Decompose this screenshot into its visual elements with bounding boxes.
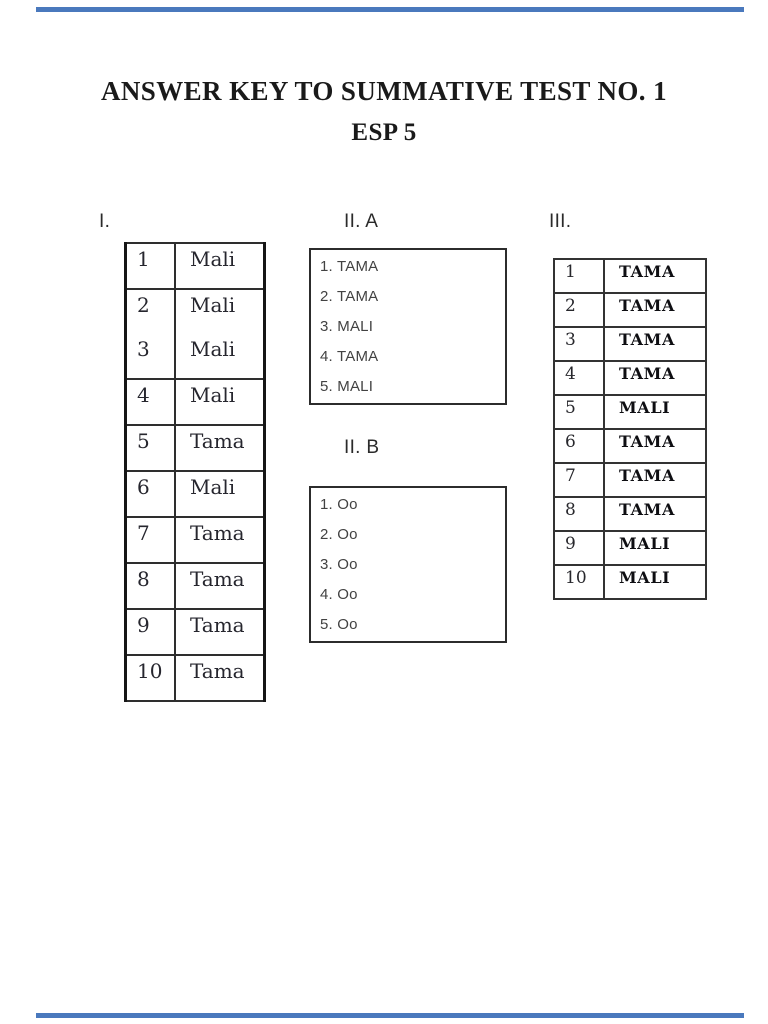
adjacent-page-edge-bottom — [36, 1013, 744, 1018]
answer-value: Mali — [174, 378, 266, 426]
answer-value: TAMA — [603, 496, 707, 532]
answer-value: TAMA — [603, 428, 707, 464]
answer-number: 6 — [553, 428, 605, 464]
answer-box-section-2b: 1. Oo 2. Oo 3. Oo 4. Oo 5. Oo — [309, 486, 507, 643]
answer-number: 2 — [124, 288, 176, 334]
answer-value: MALI — [603, 564, 707, 600]
document-title: ANSWER KEY TO SUMMATIVE TEST NO. 1 — [101, 76, 667, 106]
answer-number: 3 — [553, 326, 605, 362]
section-label-1: I. — [99, 211, 111, 232]
answer-value: Tama — [174, 516, 266, 564]
answer-value: Mali — [174, 470, 266, 518]
answer-value: Mali — [174, 288, 266, 334]
answer-value: TAMA — [603, 326, 707, 362]
answer-number: 9 — [553, 530, 605, 566]
answer-value: Tama — [174, 654, 266, 702]
answer-line: 4. TAMA — [320, 348, 379, 365]
section-label-3: III. — [549, 211, 572, 232]
answer-value: Tama — [174, 424, 266, 472]
answer-line: 4. Oo — [320, 586, 358, 603]
answer-number: 10 — [124, 654, 176, 702]
answer-number: 5 — [124, 424, 176, 472]
answer-line: 5. Oo — [320, 616, 358, 633]
answer-value: Mali — [174, 242, 266, 290]
answer-value: TAMA — [603, 258, 707, 294]
answer-number: 7 — [553, 462, 605, 498]
answer-number: 8 — [553, 496, 605, 532]
answer-value: TAMA — [603, 292, 707, 328]
answer-number: 3 — [124, 334, 176, 380]
answer-line: 3. Oo — [320, 556, 358, 573]
answer-value: MALI — [603, 394, 707, 430]
answer-number: 4 — [553, 360, 605, 396]
section-label-2b: II. B — [344, 437, 380, 458]
answer-number: 10 — [553, 564, 605, 600]
answer-number: 1 — [553, 258, 605, 294]
answer-number: 7 — [124, 516, 176, 564]
answer-line: 3. MALI — [320, 318, 374, 335]
answer-line: 2. TAMA — [320, 288, 379, 305]
answer-number: 4 — [124, 378, 176, 426]
section-label-2a: II. A — [344, 211, 379, 232]
answer-number: 1 — [124, 242, 176, 290]
answer-line: 5. MALI — [320, 378, 374, 395]
answer-value: Tama — [174, 608, 266, 656]
document-subtitle: ESP 5 — [351, 119, 417, 146]
answer-line: 1. TAMA — [320, 258, 379, 275]
answer-value: TAMA — [603, 462, 707, 498]
answer-value: MALI — [603, 530, 707, 566]
answer-line: 1. Oo — [320, 496, 358, 513]
answer-line: 2. Oo — [320, 526, 358, 543]
answer-box-section-2a: 1. TAMA 2. TAMA 3. MALI 4. TAMA 5. MALI — [309, 248, 507, 405]
adjacent-page-edge-top — [36, 7, 744, 12]
answer-number: 6 — [124, 470, 176, 518]
answer-number: 5 — [553, 394, 605, 430]
answer-value: Tama — [174, 562, 266, 610]
answer-number: 8 — [124, 562, 176, 610]
answer-number: 9 — [124, 608, 176, 656]
answer-value: Mali — [174, 334, 266, 380]
answer-number: 2 — [553, 292, 605, 328]
answer-value: TAMA — [603, 360, 707, 396]
